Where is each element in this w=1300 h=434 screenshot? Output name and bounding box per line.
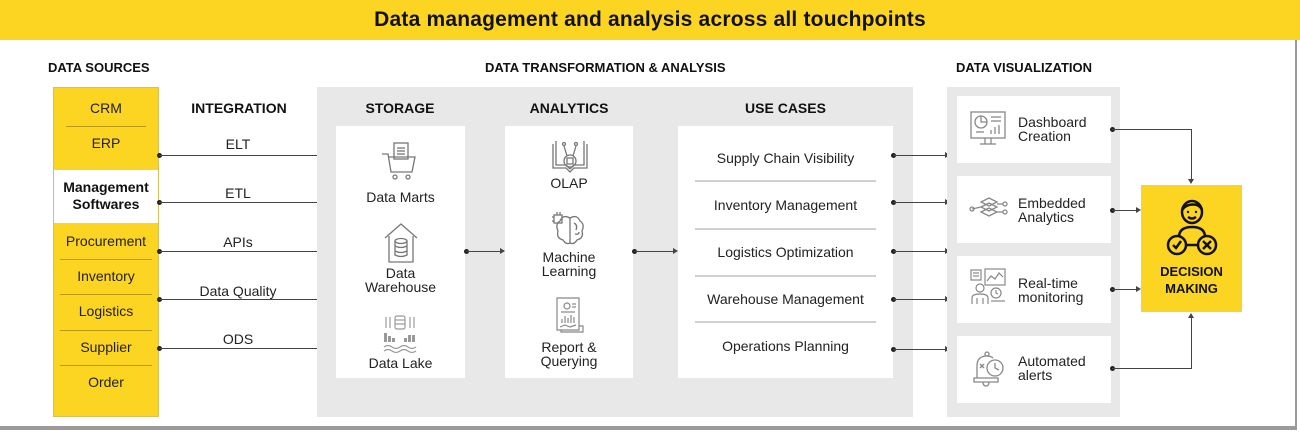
olap-book-chip-icon xyxy=(552,141,588,173)
integration-elt: ELT xyxy=(225,136,251,152)
shopping-cart-icon xyxy=(382,142,416,180)
storage-data-marts: Data Marts xyxy=(366,189,435,205)
use-cases-title: USE CASES xyxy=(745,100,826,116)
use-case-logistics-optimization: Logistics Optimization xyxy=(717,244,854,260)
use-cases-box: Supply Chain Visibility Inventory Manage… xyxy=(678,126,893,378)
storage-data-lake: Data Lake xyxy=(368,355,433,371)
alarm-bell-clock-icon xyxy=(973,351,1004,387)
diagram-frame xyxy=(0,40,1297,430)
divider xyxy=(695,180,876,182)
decision-making-box: DECISION MAKING xyxy=(1141,185,1242,312)
dashboard-monitor-icon xyxy=(970,111,1006,145)
divider xyxy=(60,259,152,260)
viz-dashboard-line2: Creation xyxy=(1018,128,1071,144)
storage-data-warehouse-line2: Warehouse xyxy=(364,279,437,295)
section-title-transformation: DATA TRANSFORMATION & ANALYSIS xyxy=(485,60,726,75)
storage-data-warehouse-line1: Data xyxy=(385,265,416,281)
viz-alerts-line2: alerts xyxy=(1018,367,1053,383)
integration-apis: APIs xyxy=(223,234,253,250)
integration-etl: ETL xyxy=(225,185,251,201)
decision-line1: DECISION xyxy=(1160,264,1223,279)
section-title-data-sources: DATA SOURCES xyxy=(48,60,150,75)
integration-ods: ODS xyxy=(222,331,254,347)
use-case-supply-chain-visibility: Supply Chain Visibility xyxy=(716,150,855,166)
analytics-ml-line2: Learning xyxy=(541,263,597,279)
viz-dashboard-line1: Dashboard xyxy=(1018,114,1087,130)
viz-alerts-line1: Automated xyxy=(1018,353,1086,369)
source-management-line2: Softwares xyxy=(72,196,140,212)
source-erp: ERP xyxy=(91,135,121,151)
viz-automated-alerts: Automated alerts xyxy=(957,336,1111,403)
source-crm: CRM xyxy=(90,100,122,116)
report-document-icon xyxy=(556,297,584,333)
divider xyxy=(695,228,876,230)
storage-box: Data Marts Data Warehouse Data Lake xyxy=(336,126,465,378)
monitoring-person-icon xyxy=(970,268,1006,304)
warehouse-database-icon xyxy=(384,223,418,263)
divider xyxy=(60,294,152,295)
person-check-cross-icon xyxy=(1166,199,1218,256)
viz-embedded-line2: Analytics xyxy=(1018,209,1075,225)
divider xyxy=(60,330,152,331)
layers-network-icon xyxy=(969,197,1008,217)
brain-chip-icon xyxy=(552,212,584,245)
source-order: Order xyxy=(88,374,124,390)
source-logistics: Logistics xyxy=(78,303,134,319)
viz-dashboard-creation: Dashboard Creation xyxy=(957,96,1111,163)
use-case-operations-planning: Operations Planning xyxy=(722,338,849,354)
analytics-ml-line1: Machine xyxy=(542,249,596,265)
use-case-inventory-management: Inventory Management xyxy=(713,197,858,213)
viz-realtime-line1: Real-time xyxy=(1018,275,1078,291)
integration-title: INTEGRATION xyxy=(191,100,287,116)
viz-realtime-line2: monitoring xyxy=(1018,289,1084,305)
section-title-visualization: DATA VISUALIZATION xyxy=(956,60,1093,75)
page-title: Data management and analysis across all … xyxy=(374,8,926,31)
viz-real-time-monitoring: Real-time monitoring xyxy=(957,256,1111,323)
decision-line2: MAKING xyxy=(1165,281,1218,296)
divider xyxy=(695,321,876,323)
analytics-box: OLAP Machine Learning Report & Querying xyxy=(505,126,633,378)
analytics-title: ANALYTICS xyxy=(529,100,609,116)
integration-data-quality: Data Quality xyxy=(199,283,277,299)
data-sources-column: CRM ERP Management Softwares Procurement… xyxy=(53,87,159,417)
source-supplier: Supplier xyxy=(80,339,132,355)
divider xyxy=(695,275,876,277)
divider xyxy=(66,126,146,127)
source-management-line1: Management xyxy=(63,179,149,195)
use-case-warehouse-management: Warehouse Management xyxy=(707,291,864,307)
divider xyxy=(60,365,152,366)
viz-embedded-analytics: Embedded Analytics xyxy=(957,176,1111,243)
analytics-olap: OLAP xyxy=(550,175,588,191)
source-inventory: Inventory xyxy=(77,268,135,284)
title-banner: Data management and analysis across all … xyxy=(0,0,1300,40)
analytics-report-line2: Querying xyxy=(540,353,598,369)
viz-embedded-line1: Embedded xyxy=(1018,195,1086,211)
source-procurement: Procurement xyxy=(65,233,147,249)
data-lake-icon xyxy=(383,315,417,354)
management-softwares-block: Management Softwares xyxy=(54,170,158,223)
analytics-report-line1: Report & xyxy=(541,339,597,355)
storage-title: STORAGE xyxy=(365,100,435,116)
